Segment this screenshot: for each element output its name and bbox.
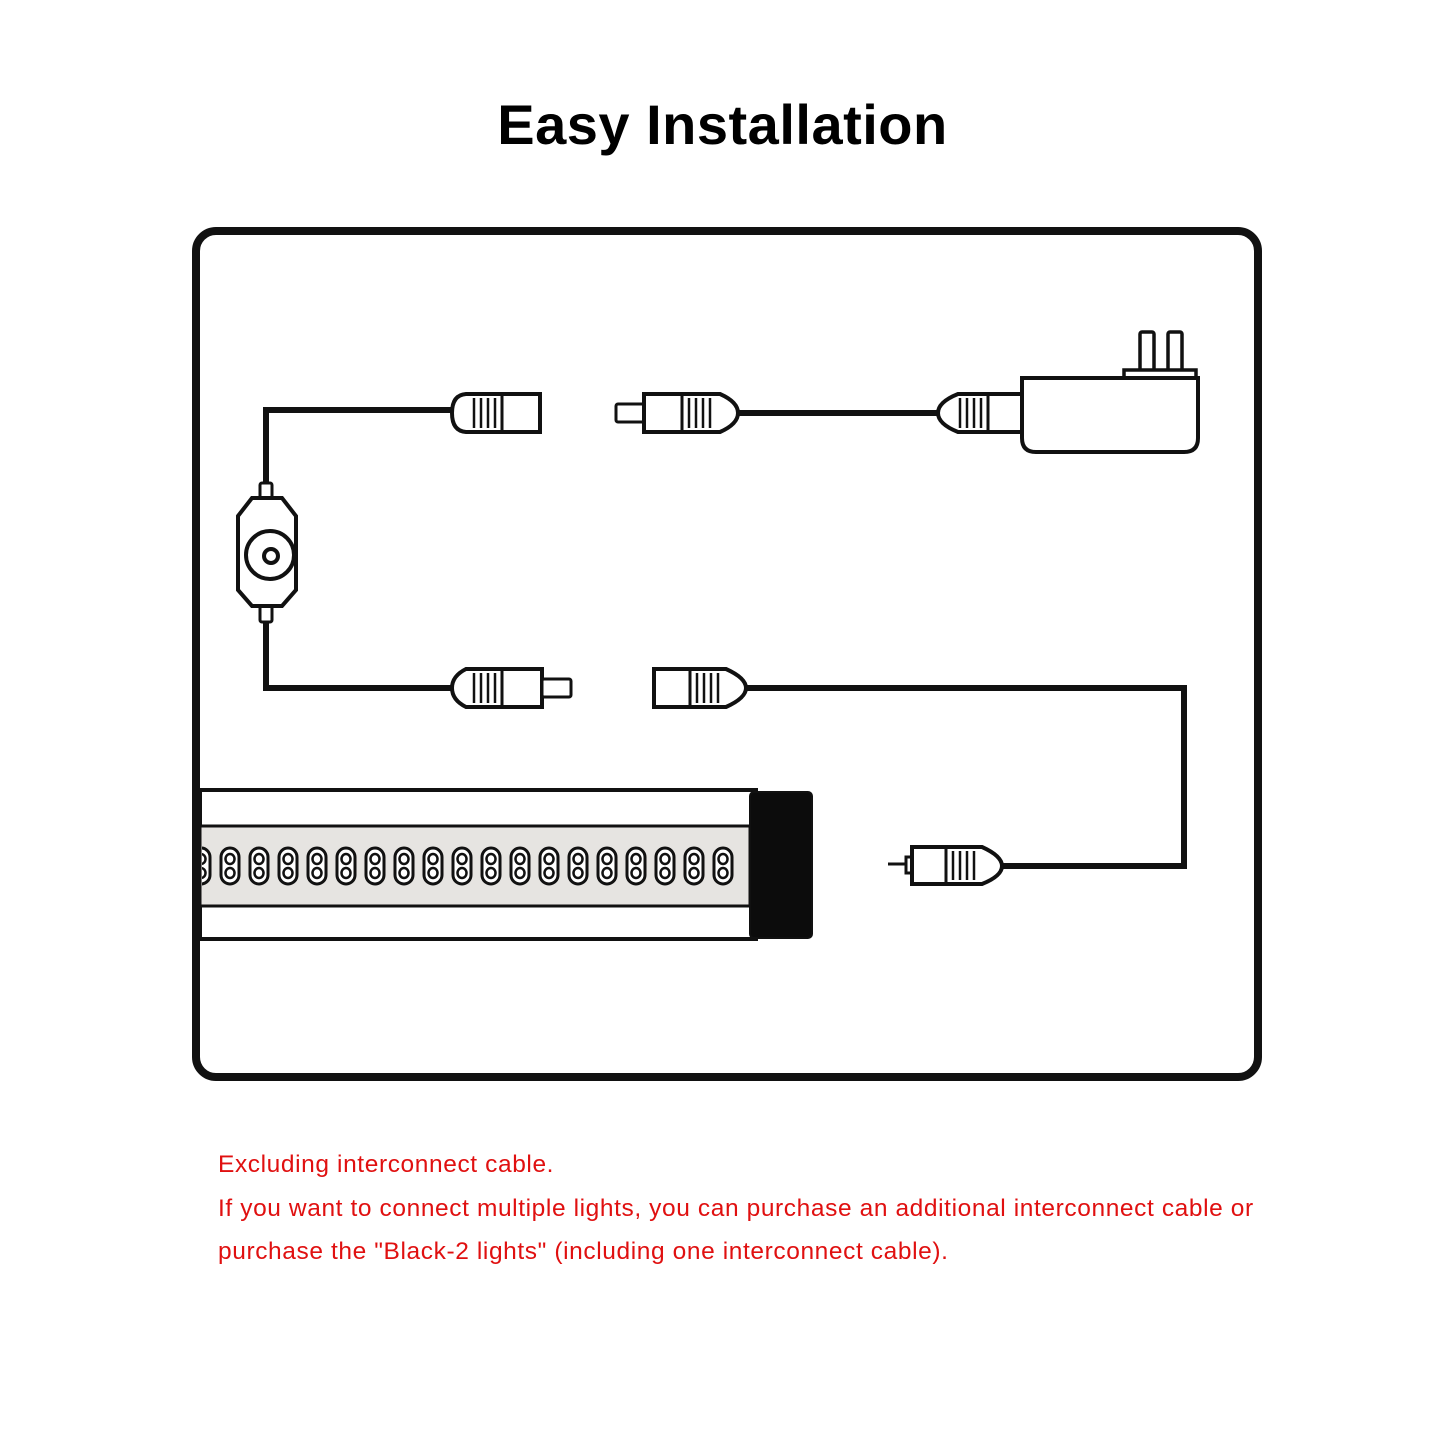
led-chip [202,846,212,886]
male-connector-top-middle [614,392,741,434]
led-chip [509,846,531,886]
led-chip [335,846,357,886]
led-chip [538,846,560,886]
led-chip [480,846,502,886]
light-bar-cable [746,685,1187,869]
inline-dimmer-switch [236,481,298,624]
page-title: Easy Installation [497,93,948,156]
female-connector-top-left [449,392,542,434]
led-chip [277,846,299,886]
led-chip [625,846,647,886]
led-chip [364,846,386,886]
led-chip [567,846,589,886]
led-chip [219,846,241,886]
note-line-1: Excluding interconnect cable. [218,1151,555,1178]
led-chip [422,846,444,886]
adapter-connector [935,392,1024,434]
installation-notes: Excluding interconnect cable. If you wan… [218,1143,1418,1274]
dimmer-cable-top [263,407,452,486]
led-chip [306,846,328,886]
male-connector-bottom-left [449,667,573,709]
diagram-frame [192,227,1262,1081]
dimmer-cable-bottom [263,620,452,691]
led-chip [596,846,618,886]
note-line-2: If you want to connect multiple lights, … [218,1194,1254,1222]
led-chip [393,846,415,886]
led-chip [248,846,270,886]
led-chip [654,846,676,886]
led-chip [683,846,705,886]
led-light-bar [163,788,813,941]
led-chip [712,846,734,886]
led-chip [451,846,473,886]
led-chip [163,848,181,884]
light-bar-connector [888,845,1005,886]
power-adapter [1020,330,1200,454]
led-row [163,846,734,886]
note-line-3: purchase the "Black-2 lights" (including… [218,1238,949,1265]
female-connector-bottom-middle [652,667,749,709]
